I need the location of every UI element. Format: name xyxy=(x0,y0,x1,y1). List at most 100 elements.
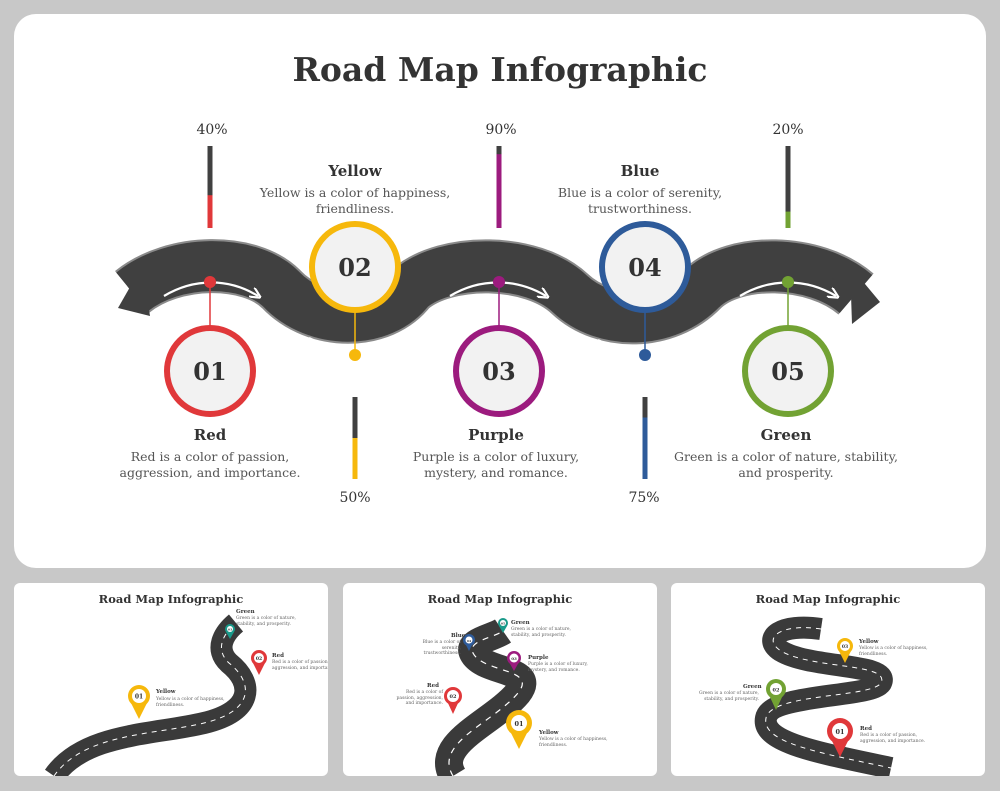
step-5-description: Green is a color of nature, stability, a… xyxy=(671,449,901,481)
step-2-circle xyxy=(309,221,401,313)
step-3-description: Purple is a color of luxury, mystery, an… xyxy=(381,449,611,481)
thumb-desc: Green is a color of nature, stability, a… xyxy=(511,627,571,638)
thumbnail-title: Road Map Infographic xyxy=(427,592,573,606)
thumb-label: Blue xyxy=(451,633,466,639)
thumb-desc: Green is a color of nature, stability, a… xyxy=(699,691,759,702)
thumb-desc: Red is a color of passion, aggression, a… xyxy=(272,660,328,671)
step-3-title: Purple xyxy=(468,426,524,444)
thumb-pin-number: 03 xyxy=(228,628,232,632)
thumb-desc: Yellow is a color of happiness, friendli… xyxy=(539,737,608,748)
thumb-pin-blue-icon xyxy=(463,634,475,651)
step-2-progress-fill xyxy=(352,438,358,479)
step-5-percent: 20% xyxy=(772,122,804,138)
step-5-number: 05 xyxy=(771,357,804,386)
step-1-desc-line: Red is a color of passion, xyxy=(130,449,290,464)
step-markers: 01 02 03 04 05 xyxy=(164,146,834,479)
step-1-percent: 40% xyxy=(196,122,228,138)
step-3-dot xyxy=(493,276,505,288)
step-4-dot xyxy=(639,349,651,361)
thumb-desc: Red is a color of passion, aggression, a… xyxy=(396,690,443,706)
step-3-percent: 90% xyxy=(485,122,517,138)
step-5-desc-line: Green is a color of nature, stability, xyxy=(674,449,898,464)
thumbnail-road-graphic: 01 02 03 xyxy=(44,614,267,776)
thumb-label: Red xyxy=(272,653,284,659)
thumb-pin-green-icon xyxy=(225,624,235,639)
thumb-label: Red xyxy=(860,726,872,732)
step-2-percent: 50% xyxy=(339,490,371,506)
thumbnail-road-graphic: 01 02 03 xyxy=(754,616,894,776)
step-1-dot xyxy=(204,276,216,288)
thumb-pin-number: 03 xyxy=(511,656,517,661)
step-2-number: 02 xyxy=(338,253,371,282)
thumb-desc: Purple is a color of luxury, mystery, an… xyxy=(528,662,588,673)
thumb-label: Yellow xyxy=(539,730,559,736)
step-1-progress-fill xyxy=(207,195,213,228)
road-graphic: 01 02 03 04 05 xyxy=(115,146,880,479)
step-3-desc-line: Purple is a color of luxury, xyxy=(412,449,580,464)
thumb-desc: Blue is a color of serenity, trustworthi… xyxy=(422,640,461,656)
step-1-desc-line: aggression, and importance. xyxy=(119,465,301,480)
step-5-title: Green xyxy=(760,426,812,444)
step-5-progress-fill xyxy=(785,211,791,228)
step-2-desc-line: Yellow is a color of happiness, xyxy=(259,185,451,200)
thumb-pin-number: 02 xyxy=(256,656,262,662)
thumb-pin-yellow-icon xyxy=(128,685,150,719)
step-3-number: 03 xyxy=(482,357,515,386)
step-4-number: 04 xyxy=(628,253,661,282)
thumb-pin-number: 01 xyxy=(135,694,143,701)
thumb-pin-green-icon xyxy=(766,679,786,710)
thumb-pin-red-icon xyxy=(827,718,853,757)
step-1-number: 01 xyxy=(193,357,226,386)
step-4-title: Blue xyxy=(620,162,660,180)
step-2-title: Yellow xyxy=(328,162,382,180)
thumb-pin-purple-icon xyxy=(507,651,521,671)
step-5-progress-track xyxy=(785,146,791,228)
thumb-desc: Red is a color of passion, aggression, a… xyxy=(860,733,926,744)
thumb-desc: Green is a color of nature, stability, a… xyxy=(236,616,296,627)
step-3-circle xyxy=(453,325,545,417)
step-2-dot xyxy=(349,349,361,361)
step-4-desc-line: Blue is a color of serenity, xyxy=(557,185,723,200)
thumb-pin-yellow-icon xyxy=(506,710,532,749)
thumb-pin-red-icon xyxy=(444,687,462,714)
thumb-label: Green xyxy=(511,620,530,626)
slide-title: Road Map Infographic xyxy=(292,50,708,89)
road-surface xyxy=(116,241,873,343)
step-1-title: Red xyxy=(193,426,227,444)
thumb-pin-green-icon xyxy=(498,618,508,633)
step-5-circle xyxy=(742,325,834,417)
thumb-pin-red-icon xyxy=(251,650,267,675)
thumb-label: Green xyxy=(743,684,762,690)
thumb-label: Yellow xyxy=(859,639,879,645)
thumb-pin-yellow-icon xyxy=(837,638,853,663)
thumb-label: Yellow xyxy=(156,689,176,695)
thumb-pin-number: 02 xyxy=(773,688,780,694)
step-1-circle xyxy=(164,325,256,417)
step-4-desc-line: trustworthiness. xyxy=(587,201,692,216)
thumb-label: Red xyxy=(427,683,439,689)
step-4-circle xyxy=(599,221,691,313)
thumb-pin-number: 05 xyxy=(501,622,505,626)
step-5-desc-line: and prosperity. xyxy=(738,465,834,480)
thumbnail-title: Road Map Infographic xyxy=(98,592,244,606)
step-4-percent: 75% xyxy=(628,490,660,506)
step-5-dot xyxy=(782,276,794,288)
thumb-pin-number: 03 xyxy=(842,644,848,650)
road-head xyxy=(850,266,880,324)
step-4-progress-fill xyxy=(642,417,648,479)
thumb-desc: Yellow is a color of happiness, friendli… xyxy=(859,646,928,657)
thumbnail-title: Road Map Infographic xyxy=(755,592,901,606)
step-3-progress-fill xyxy=(496,154,502,228)
step-2-desc-line: friendliness. xyxy=(315,201,395,216)
thumbnail-slide-3[interactable]: Road Map Infographic 01 02 03 Yellow Yello… xyxy=(671,583,985,776)
thumb-pin-number: 02 xyxy=(450,694,457,700)
road-tail xyxy=(118,266,150,316)
step-3-desc-line: mystery, and romance. xyxy=(424,465,568,480)
step-1-description: Red is a color of passion, aggression, a… xyxy=(95,449,325,481)
thumb-pin-number: 01 xyxy=(835,728,844,736)
thumb-label: Purple xyxy=(528,655,549,661)
